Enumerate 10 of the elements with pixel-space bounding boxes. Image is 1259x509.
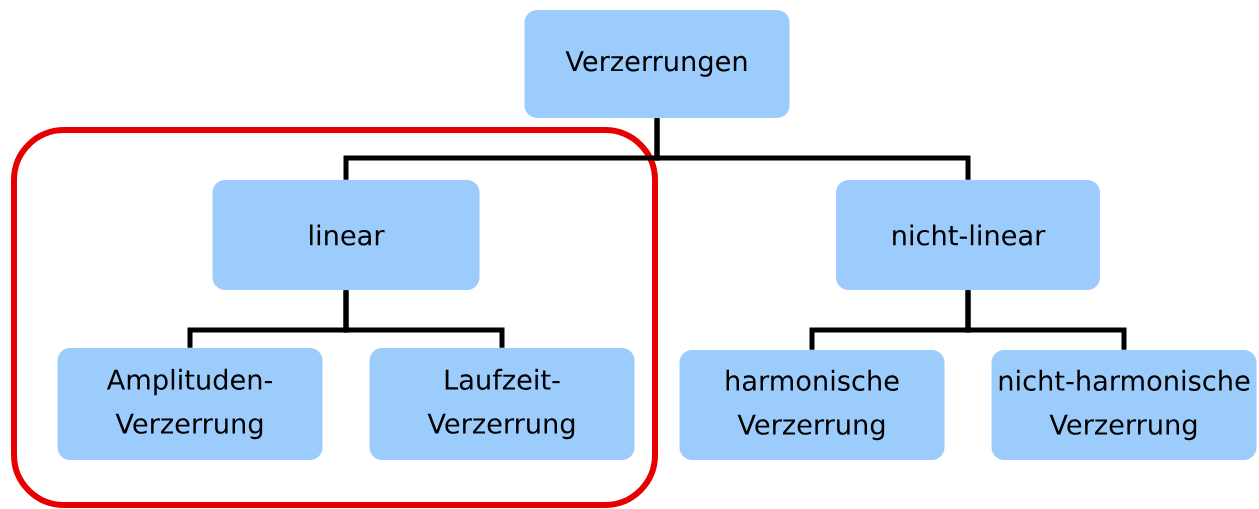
category-box: linear <box>212 180 480 290</box>
category-box: nicht-harmonische Verzerrung <box>991 350 1257 460</box>
connector-line <box>654 118 971 180</box>
category-box: Laufzeit- Verzerrung <box>369 348 635 460</box>
category-box: Amplituden- Verzerrung <box>57 348 323 460</box>
category-box: nicht-linear <box>836 180 1100 290</box>
category-box: Verzerrungen <box>524 10 790 118</box>
category-box: harmonische Verzerrung <box>679 350 945 460</box>
connector-line <box>343 290 505 348</box>
connector-line <box>965 290 1127 350</box>
